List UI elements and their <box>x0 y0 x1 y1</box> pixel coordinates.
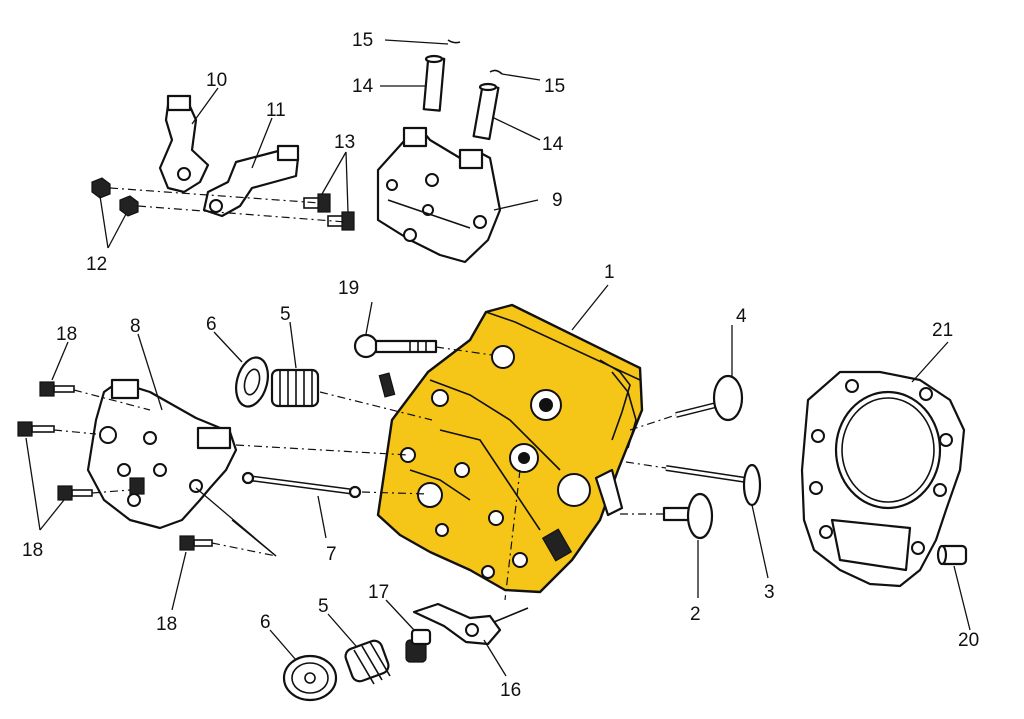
bolt-18d <box>179 535 213 551</box>
callout-18-top: 18 <box>56 324 77 345</box>
dowel-pin-20 <box>936 544 968 566</box>
head-bolt-hole <box>491 345 515 369</box>
decompression-lever-16 <box>412 602 529 646</box>
valve-stem-seal-17 <box>405 628 432 663</box>
intake-valve-3 <box>665 463 762 507</box>
clip-15b <box>489 69 503 75</box>
callout-18-bottom: 18 <box>156 614 177 635</box>
callout-12: 12 <box>86 254 107 275</box>
callout-17: 17 <box>368 582 389 603</box>
push-rod-7 <box>241 471 362 499</box>
callout-19: 19 <box>338 278 359 299</box>
head-gasket-21 <box>800 370 966 588</box>
bolt-18c <box>57 485 93 501</box>
head-bolt-hole-lower <box>417 482 443 508</box>
bolt-13a <box>303 193 331 213</box>
clip-15a-line <box>384 39 449 45</box>
callout-6-lower: 6 <box>260 612 271 633</box>
clip-15a <box>447 39 461 44</box>
rocker-arm-11 <box>202 144 300 218</box>
rocker-arm-10 <box>158 94 210 194</box>
callout-13: 13 <box>334 132 355 153</box>
callout-9: 9 <box>552 190 563 211</box>
push-rod-guide-14a <box>422 54 446 112</box>
callout-3: 3 <box>764 582 775 603</box>
valve-spring-5-upper <box>270 368 320 408</box>
callout-18-left: 18 <box>22 540 43 561</box>
callout-14-upper: 14 <box>352 76 374 97</box>
rocker-bracket-8 <box>86 378 238 530</box>
callout-10: 10 <box>206 70 227 91</box>
bolt-13b <box>327 211 355 231</box>
valve-spring-5-lower <box>344 639 391 685</box>
callout-1: 1 <box>604 262 615 283</box>
callout-5-upper: 5 <box>280 304 291 325</box>
cylinder-head <box>376 303 644 594</box>
bolt-18b <box>17 421 55 437</box>
clip-15b-line <box>501 73 541 81</box>
callout-16: 16 <box>500 680 521 701</box>
push-rod-guide-14b <box>472 82 500 141</box>
callout-14-lower: 14 <box>542 134 564 155</box>
callout-15-upper: 15 <box>352 30 373 51</box>
callout-4: 4 <box>736 306 747 327</box>
callout-8: 8 <box>130 316 141 337</box>
spring-retainer-6-upper <box>235 356 269 408</box>
rocker-bracket-9 <box>376 126 502 264</box>
callout-15-lower: 15 <box>544 76 565 97</box>
callout-2: 2 <box>690 604 701 625</box>
callout-6-upper: 6 <box>206 314 217 335</box>
exhaust-valve-4 <box>675 374 744 422</box>
port-hole <box>557 473 591 507</box>
callout-11: 11 <box>266 100 286 121</box>
nut-12b <box>119 195 139 217</box>
callout-5-lower: 5 <box>318 596 329 617</box>
callout-21: 21 <box>932 320 953 341</box>
bolt-18a <box>39 381 75 397</box>
cylinder-head-body <box>376 303 644 594</box>
spring-retainer-6-lower <box>282 654 338 702</box>
valve-guide-2 <box>662 492 714 540</box>
nut-12a <box>91 177 111 199</box>
head-bolt-19 <box>353 333 438 359</box>
callout-7: 7 <box>326 544 337 565</box>
callout-20: 20 <box>958 630 979 651</box>
